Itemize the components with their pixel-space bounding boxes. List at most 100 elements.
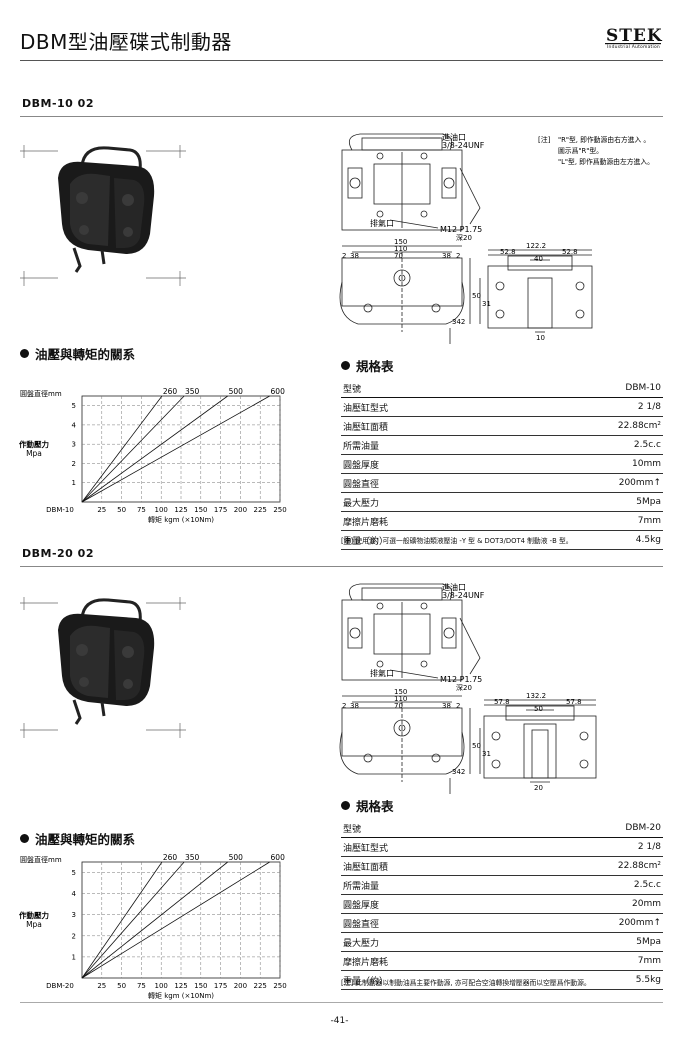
spec-label: 最大壓力 (341, 492, 506, 512)
svg-text:110: 110 (394, 245, 407, 253)
bullet-icon (341, 361, 350, 370)
svg-text:進油口: 進油口 (442, 582, 466, 592)
y-tick-label: 5 (72, 402, 76, 410)
spec-value: 2 1/8 (505, 397, 663, 417)
svg-text:38: 38 (350, 702, 359, 710)
svg-text:50: 50 (472, 292, 481, 300)
spec-value: 2 1/8 (505, 837, 663, 857)
x-tick-label: 200 (234, 506, 247, 514)
y-axis-label: 作動壓力 (19, 910, 49, 920)
svg-text:[注]: [注] (538, 135, 551, 144)
spec-value: 22.88cm² (505, 856, 663, 876)
svg-text:深20: 深20 (456, 233, 472, 242)
x-tick-label: 250 (273, 506, 286, 514)
spec-label: 圓盤直徑 (341, 913, 506, 933)
spec-value: 2.5c.c (505, 435, 663, 455)
svg-text:圖示爲"R"型。: 圖示爲"R"型。 (558, 146, 603, 155)
svg-text:38: 38 (350, 252, 359, 260)
series-label: 350 (185, 387, 200, 396)
bullet-icon (20, 834, 29, 843)
svg-text:進油口: 進油口 (442, 132, 466, 142)
series-line (81, 861, 270, 979)
diameter-axis-label: 圓盤直徑mm (20, 389, 62, 398)
svg-text:70: 70 (394, 252, 403, 260)
y-tick-label: 4 (72, 421, 77, 429)
svg-text:70: 70 (394, 702, 403, 710)
svg-text:52.8: 52.8 (500, 248, 516, 256)
spec-label: 最大壓力 (341, 932, 506, 952)
spec-label: 型號 (341, 819, 506, 838)
series-line (81, 395, 270, 503)
svg-text:排氣口: 排氣口 (370, 668, 394, 678)
x-tick-label: 225 (254, 982, 267, 990)
series-line (81, 395, 163, 503)
x-tick-label: 150 (194, 506, 207, 514)
spec-label: 重量（約） (341, 530, 506, 550)
svg-text:57.8: 57.8 (566, 698, 582, 706)
brand-logo: STEK Industrial Automation (602, 26, 662, 52)
spec-label: 摩擦片磨耗 (341, 951, 506, 971)
svg-text:31: 31 (482, 300, 491, 308)
y-axis-unit: Mpa (26, 920, 42, 929)
spec-label: 油壓缸面積 (341, 856, 506, 876)
spec-value: 5Mpa (505, 932, 663, 952)
spec-heading-dbm10: 規格表 (341, 356, 394, 375)
diameter-axis-label: 圓盤直徑mm (20, 855, 62, 864)
y-tick-label: 3 (72, 911, 76, 919)
svg-text:"L"型, 即作爲動源由左方進入。: "L"型, 即作爲動源由左方進入。 (558, 157, 654, 166)
spec-value: 200mm↑ (505, 473, 663, 493)
header-divider (20, 60, 663, 61)
spec-label: 型號 (341, 379, 506, 398)
section-divider-2 (20, 566, 663, 567)
bullet-icon (20, 349, 29, 358)
technical-drawing-dbm20: 進油口 3/8-24UNF 排氣口 M12 P1.75 深20 150 110 … (339, 582, 597, 794)
svg-text:52.8: 52.8 (562, 248, 578, 256)
y-tick-label: 4 (72, 890, 77, 898)
chart-heading-dbm10: 油壓與轉矩的關系 (20, 344, 135, 363)
svg-text:342: 342 (452, 318, 465, 326)
y-axis-unit: Mpa (26, 449, 42, 458)
y-tick-label: 1 (72, 953, 76, 961)
x-tick-label: 125 (174, 506, 187, 514)
y-tick-label: 3 (72, 441, 76, 449)
svg-text:排氣口: 排氣口 (370, 218, 394, 228)
page-number: -41- (330, 1016, 349, 1026)
x-tick-label: 25 (97, 982, 106, 990)
svg-text:57.8: 57.8 (494, 698, 510, 706)
spec-label: 油壓缸型式 (341, 397, 506, 417)
series-line (81, 861, 228, 979)
svg-text:10: 10 (536, 334, 545, 342)
logo-underline (605, 43, 661, 45)
svg-text:2: 2 (456, 702, 460, 710)
svg-text:342: 342 (452, 768, 465, 776)
svg-text:"R"型, 即作動源由右方進入 。: "R"型, 即作動源由右方進入 。 (558, 135, 650, 144)
x-origin-label: DBM-10 (46, 506, 74, 514)
svg-text:110: 110 (394, 695, 407, 703)
series-label: 260 (163, 853, 178, 862)
series-line (81, 861, 185, 979)
y-tick-label: 2 (72, 932, 76, 940)
svg-text:38: 38 (442, 252, 451, 260)
chart-heading-dbm20: 油壓與轉矩的關系 (20, 829, 135, 848)
spec-value: 7mm (505, 951, 663, 971)
x-tick-label: 100 (155, 506, 168, 514)
svg-text:2: 2 (342, 252, 346, 260)
y-axis-label: 作動壓力 (19, 439, 49, 449)
svg-text:122.2: 122.2 (526, 242, 546, 250)
x-tick-label: 25 (97, 506, 106, 514)
x-tick-label: 200 (234, 982, 247, 990)
x-tick-label: 50 (117, 982, 126, 990)
svg-text:150: 150 (394, 238, 407, 246)
spec-label: 圓盤直徑 (341, 473, 506, 493)
spec-label: 油壓缸型式 (341, 837, 506, 857)
